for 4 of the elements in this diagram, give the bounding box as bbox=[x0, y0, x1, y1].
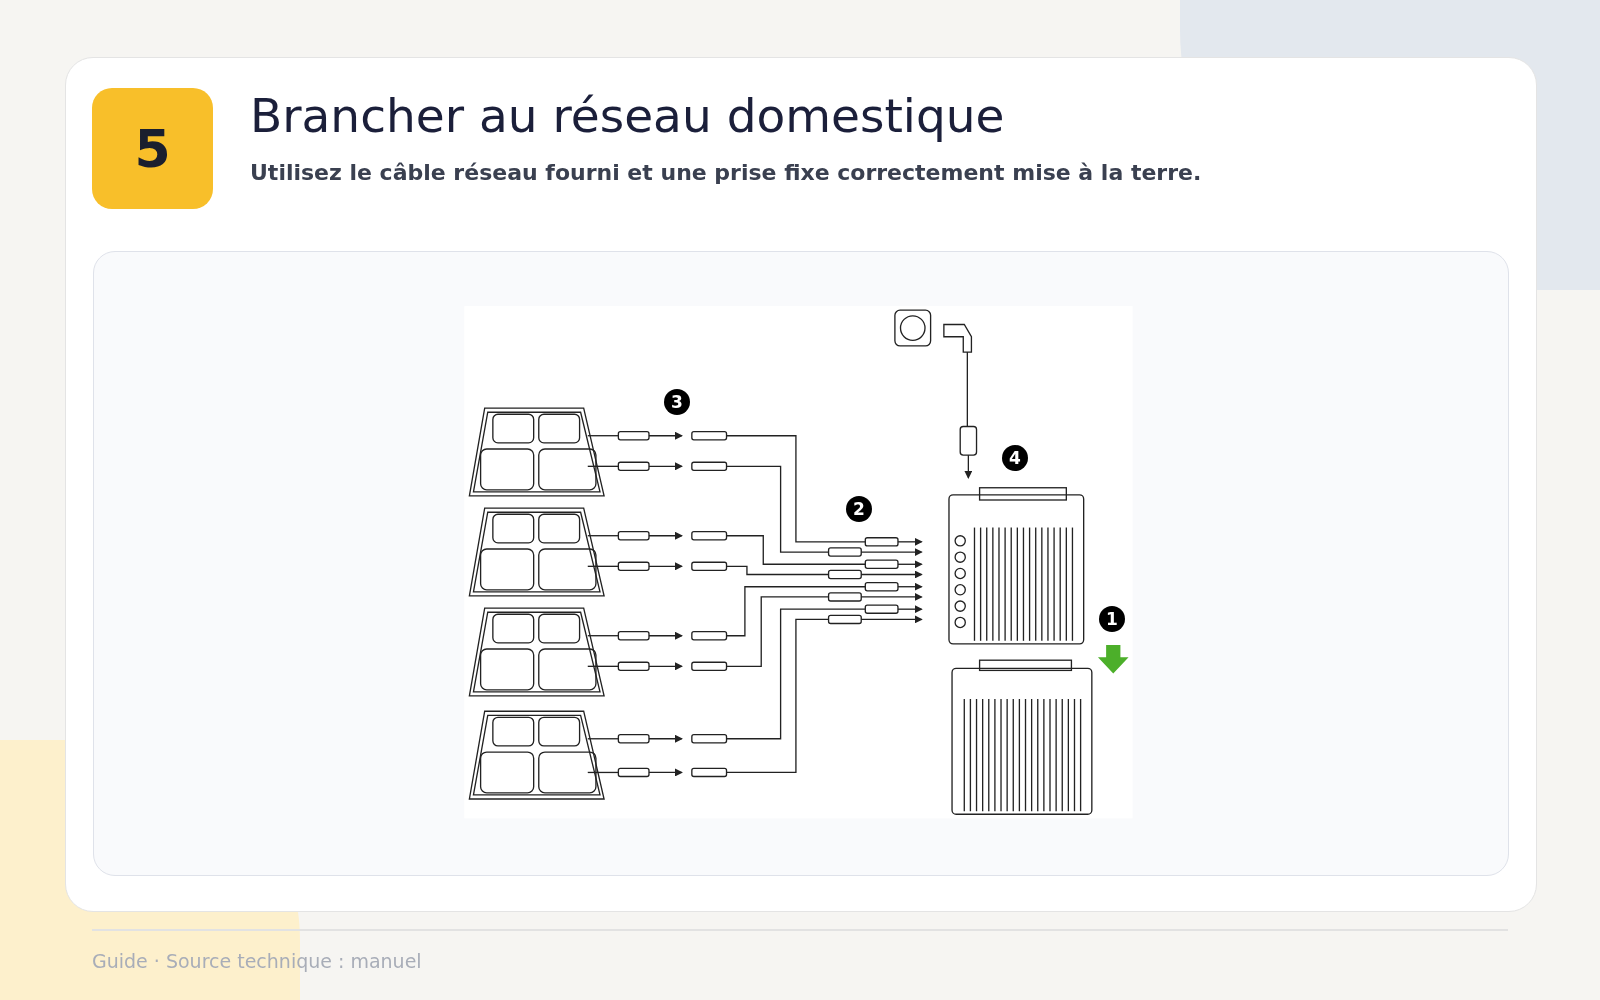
subtitle: Utilisez le câble réseau fourni et une prise fixe correctement mise à la terre. bbox=[250, 160, 1202, 185]
step-number: 5 bbox=[92, 88, 213, 209]
footer-note: Guide · Source technique : manuel bbox=[92, 950, 422, 972]
page-title: Brancher au réseau domestique bbox=[250, 88, 1005, 143]
